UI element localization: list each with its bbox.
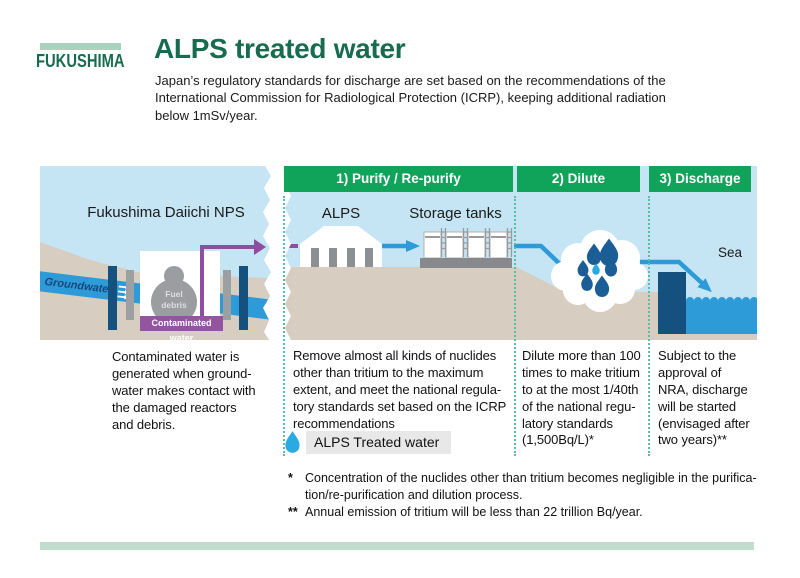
page-subtitle: Japan’s regulatory standards for dischar…: [155, 73, 666, 123]
footer-accent-bar: [40, 542, 754, 550]
seaside-wall-icon: [108, 266, 117, 330]
section-divider: [283, 196, 285, 456]
footnote-marker: *: [288, 471, 293, 485]
treated-water-droplet-icon: [285, 431, 300, 453]
flow-arrow-icon: [640, 259, 712, 293]
nps-illustration: Groundwater Fuel debris Contaminated wat…: [40, 166, 271, 340]
inner-wall-icon: [126, 270, 134, 320]
step-header-discharge: 3) Discharge: [649, 166, 751, 192]
contaminated-water-label: Contaminated water: [140, 316, 223, 340]
section-divider: [648, 196, 650, 456]
step-header-dilute: 2) Dilute: [517, 166, 640, 192]
treated-water-badge-label: ALPS Treated water: [306, 430, 452, 454]
footnote-row: ** Annual emission of tritium will be le…: [288, 504, 788, 521]
ground: [285, 267, 516, 340]
site-label: Fukushima Daiichi NPS: [87, 204, 245, 221]
page-title: ALPS treated water: [154, 33, 406, 64]
alps-building-icon: [300, 226, 382, 267]
outfall-structure-icon: [658, 272, 686, 334]
footnote-text: Concentration of the nuclides other than…: [305, 471, 757, 502]
dilute-description: Dilute more than 100 times to make triti…: [522, 348, 641, 448]
footnote-marker: **: [288, 505, 298, 519]
process-vector-art: [285, 226, 757, 334]
transfer-arrow-icon: [254, 239, 266, 255]
footnotes: * Concentration of the nuclides other th…: [288, 470, 788, 521]
alps-label: ALPS: [321, 205, 361, 222]
storage-tanks-label: Storage tanks: [409, 205, 502, 222]
footnote-text: Annual emission of tritium will be less …: [305, 505, 643, 519]
sea-label: Sea: [717, 245, 743, 260]
section-divider: [514, 196, 516, 456]
sea-icon: [686, 297, 757, 334]
nps-description: Contaminated water is generated when gro…: [112, 349, 256, 432]
storage-tanks-icon: [420, 227, 513, 268]
process-illustration: [285, 166, 757, 340]
fukushima-logo: FUKUSHIMA: [36, 51, 125, 71]
footnote-row: * Concentration of the nuclides other th…: [288, 470, 788, 504]
transfer-pipe-icon: [200, 245, 255, 249]
seaside-wall-icon: [239, 266, 248, 330]
transfer-pipe-icon: [200, 246, 204, 318]
logo-accent-bar: [40, 43, 121, 50]
step-header-purify: 1) Purify / Re-purify: [284, 166, 513, 192]
inner-wall-icon: [223, 270, 231, 320]
fuel-debris-label: Fuel debris: [161, 289, 187, 310]
discharge-description: Subject to the approval of NRA, discharg…: [658, 348, 750, 448]
treated-water-badge: ALPS Treated water: [284, 430, 452, 454]
groundwater-label: Groundwater: [43, 275, 114, 297]
flow-arrow-icon: [514, 243, 572, 276]
purify-description: Remove almost all kinds of nuclides othe…: [293, 348, 507, 431]
